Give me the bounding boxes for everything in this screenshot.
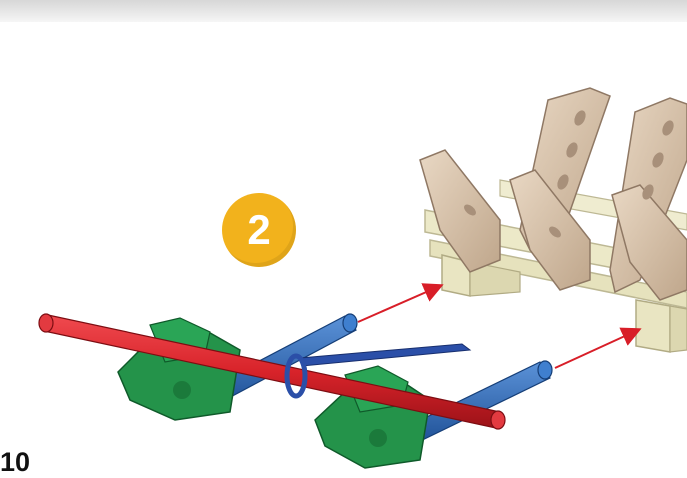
tan-frame-assembly bbox=[420, 88, 687, 352]
page-number: 10 bbox=[0, 447, 30, 478]
red-rod bbox=[39, 314, 505, 429]
step-number-badge: 2 bbox=[222, 193, 296, 267]
assembly-arrow-lower bbox=[555, 330, 638, 368]
assembly-arrow-upper bbox=[358, 286, 440, 322]
step-number: 2 bbox=[247, 206, 270, 254]
